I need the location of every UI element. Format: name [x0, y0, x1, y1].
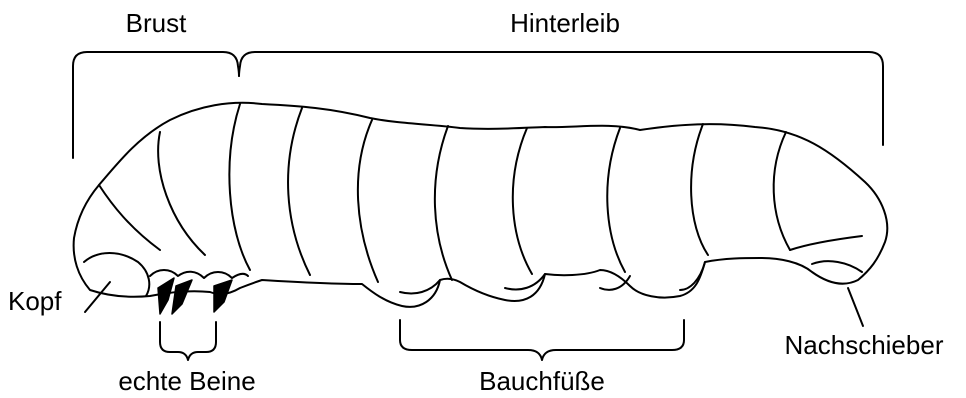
- nachschieber-leader: [848, 288, 863, 326]
- echte-beine-brace: [160, 322, 216, 360]
- bauchfuesse-brace: [400, 320, 684, 360]
- caterpillar-body: [74, 103, 888, 307]
- label-brust: Brust: [126, 8, 187, 38]
- label-nachschieber: Nachschieber: [785, 330, 944, 360]
- label-hinterleib: Hinterleib: [510, 8, 620, 38]
- label-kopf: Kopf: [8, 286, 62, 316]
- true-leg-3: [214, 280, 232, 312]
- label-echte-beine: echte Beine: [118, 366, 255, 396]
- label-bauchfuesse: Bauchfüße: [479, 366, 605, 396]
